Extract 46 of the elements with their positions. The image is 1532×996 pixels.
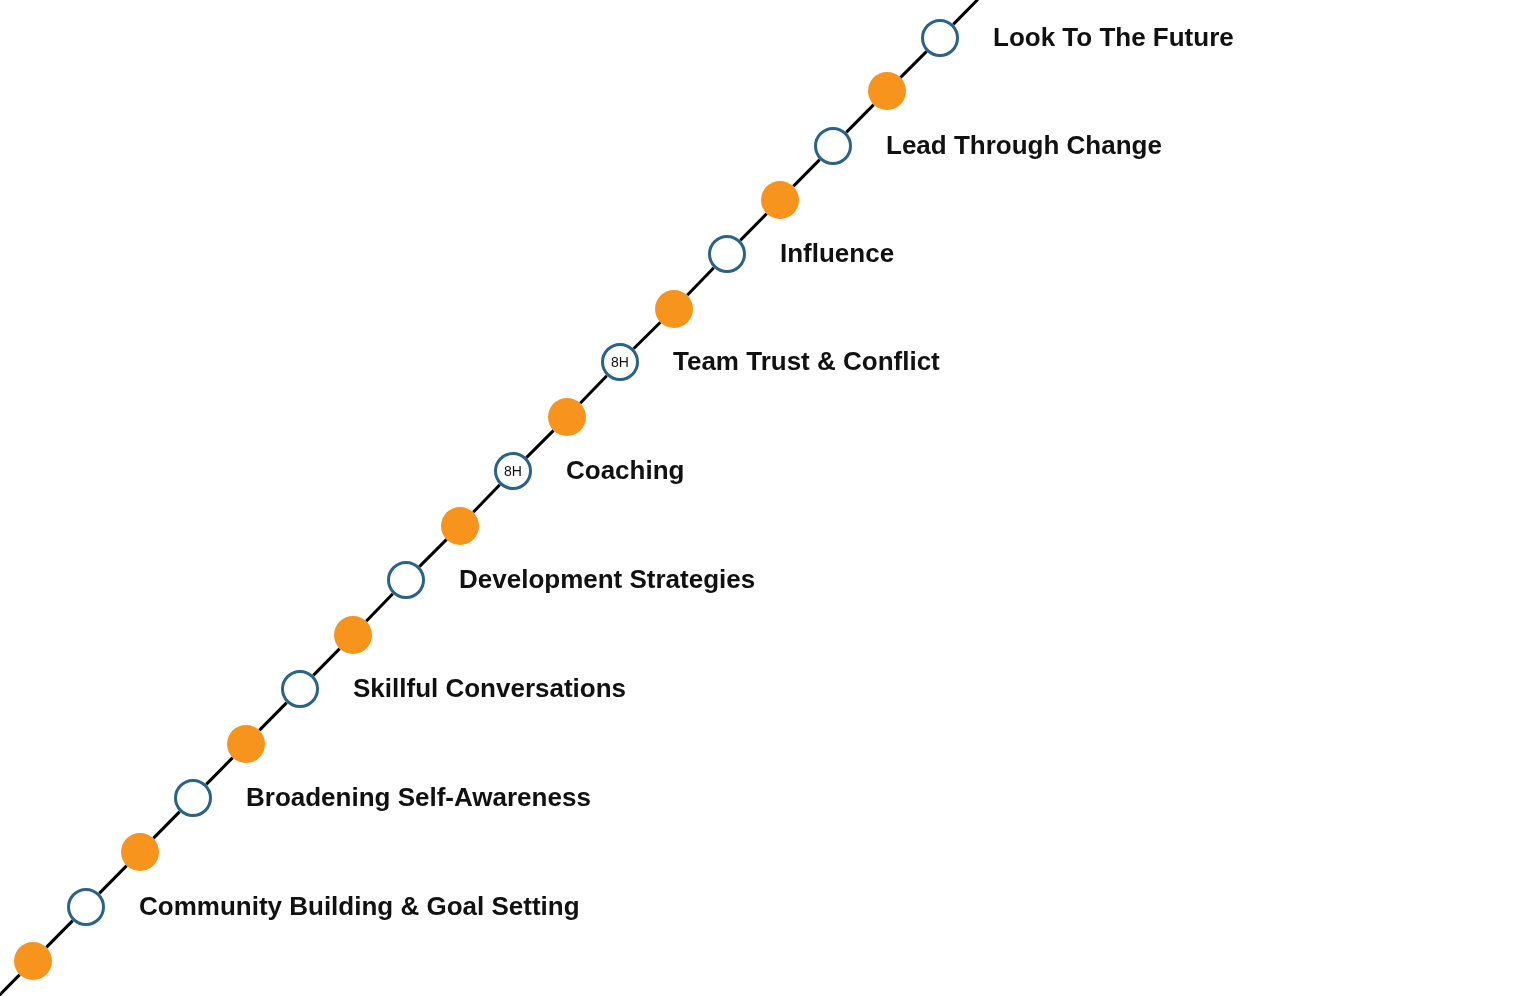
milestone-circle bbox=[708, 235, 746, 273]
timeline-line bbox=[579, 374, 608, 405]
timeline-line bbox=[899, 50, 928, 79]
milestone-dot bbox=[227, 725, 265, 763]
milestone-dot bbox=[121, 833, 159, 871]
timeline-line bbox=[952, 0, 979, 26]
milestone-label: Skillful Conversations bbox=[353, 673, 627, 703]
timeline-line bbox=[686, 266, 715, 297]
timeline-line bbox=[845, 103, 875, 134]
milestone-label: Team Trust & Conflict bbox=[673, 346, 940, 376]
timeline-line bbox=[98, 864, 128, 895]
milestone-label: Coaching bbox=[566, 455, 685, 485]
milestone-dot bbox=[14, 942, 52, 980]
milestone-circle bbox=[814, 127, 852, 165]
milestone-dot bbox=[655, 290, 693, 328]
milestone-dot bbox=[548, 398, 586, 436]
milestone-dot bbox=[761, 181, 799, 219]
timeline-line bbox=[45, 919, 74, 949]
milestone-circle bbox=[67, 888, 105, 926]
timeline-line bbox=[739, 212, 768, 242]
milestone-label: Broadening Self-Awareness bbox=[246, 782, 591, 812]
milestone-dot bbox=[441, 507, 479, 545]
timeline-line bbox=[472, 483, 501, 514]
timeline-line bbox=[258, 701, 288, 732]
timeline-line bbox=[205, 756, 234, 786]
milestone-dot bbox=[868, 72, 906, 110]
timeline-line bbox=[792, 158, 821, 188]
timeline-line bbox=[418, 538, 448, 568]
timeline-line bbox=[152, 810, 181, 840]
milestone-circle: 8H bbox=[601, 343, 639, 381]
timeline-line bbox=[312, 647, 341, 677]
milestone-circle: 8H bbox=[494, 452, 532, 490]
milestone-label: Community Building & Goal Setting bbox=[139, 891, 580, 921]
milestone-label: Lead Through Change bbox=[886, 130, 1162, 160]
milestone-label: Development Strategies bbox=[459, 564, 756, 594]
milestone-circle bbox=[921, 19, 959, 57]
milestone-label: Influence bbox=[780, 238, 895, 268]
timeline-line bbox=[365, 592, 394, 623]
milestone-circle bbox=[387, 561, 425, 599]
milestone-circle bbox=[281, 670, 319, 708]
milestone-dot bbox=[334, 616, 372, 654]
milestone-label: Look To The Future bbox=[993, 22, 1234, 52]
timeline-line bbox=[525, 429, 555, 459]
timeline-line bbox=[632, 321, 662, 350]
timeline-line bbox=[0, 973, 21, 996]
milestone-circle bbox=[174, 779, 212, 817]
